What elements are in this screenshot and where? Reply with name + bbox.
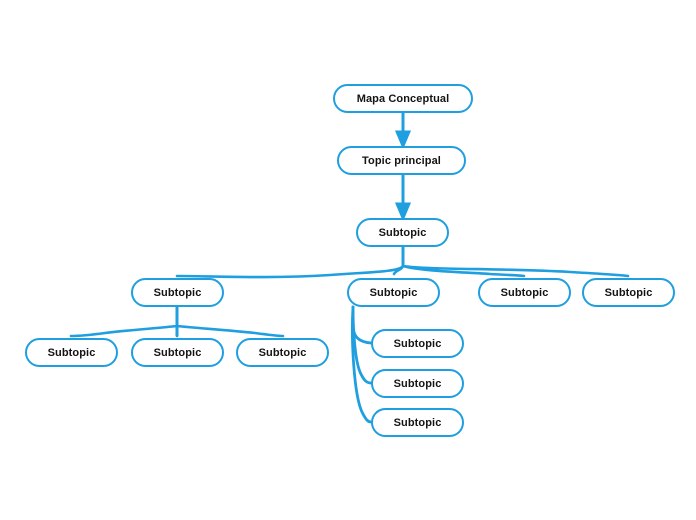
node-subtopic-level2[interactable]: Subtopic [356, 218, 449, 247]
edge-s1-s2c [401, 264, 526, 278]
node-root[interactable]: Mapa Conceptual [333, 84, 473, 113]
node-subtopic-leaf-2[interactable]: Subtopic [131, 338, 224, 367]
node-subtopic-leaf-6[interactable]: Subtopic [371, 408, 464, 437]
node-topic-principal[interactable]: Topic principal [337, 146, 466, 175]
node-subtopic-leaf-1[interactable]: Subtopic [25, 338, 118, 367]
node-subtopic-leaf-3[interactable]: Subtopic [236, 338, 329, 367]
node-subtopic-branch-2[interactable]: Subtopic [347, 278, 440, 307]
node-subtopic-branch-3[interactable]: Subtopic [478, 278, 571, 307]
edge-s2a-s3a [69, 324, 179, 338]
edge-s2a-s3c [175, 324, 285, 338]
edge-s2b-s4a [351, 305, 373, 345]
edge-s1-s2a [175, 264, 405, 279]
edge-s2b-s4c [351, 305, 373, 424]
edge-s2b-s4b [351, 305, 373, 385]
node-subtopic-leaf-4[interactable]: Subtopic [371, 329, 464, 358]
edge-s1-s2d [401, 264, 630, 278]
node-subtopic-branch-1[interactable]: Subtopic [131, 278, 224, 307]
node-subtopic-branch-4[interactable]: Subtopic [582, 278, 675, 307]
node-subtopic-leaf-5[interactable]: Subtopic [371, 369, 464, 398]
